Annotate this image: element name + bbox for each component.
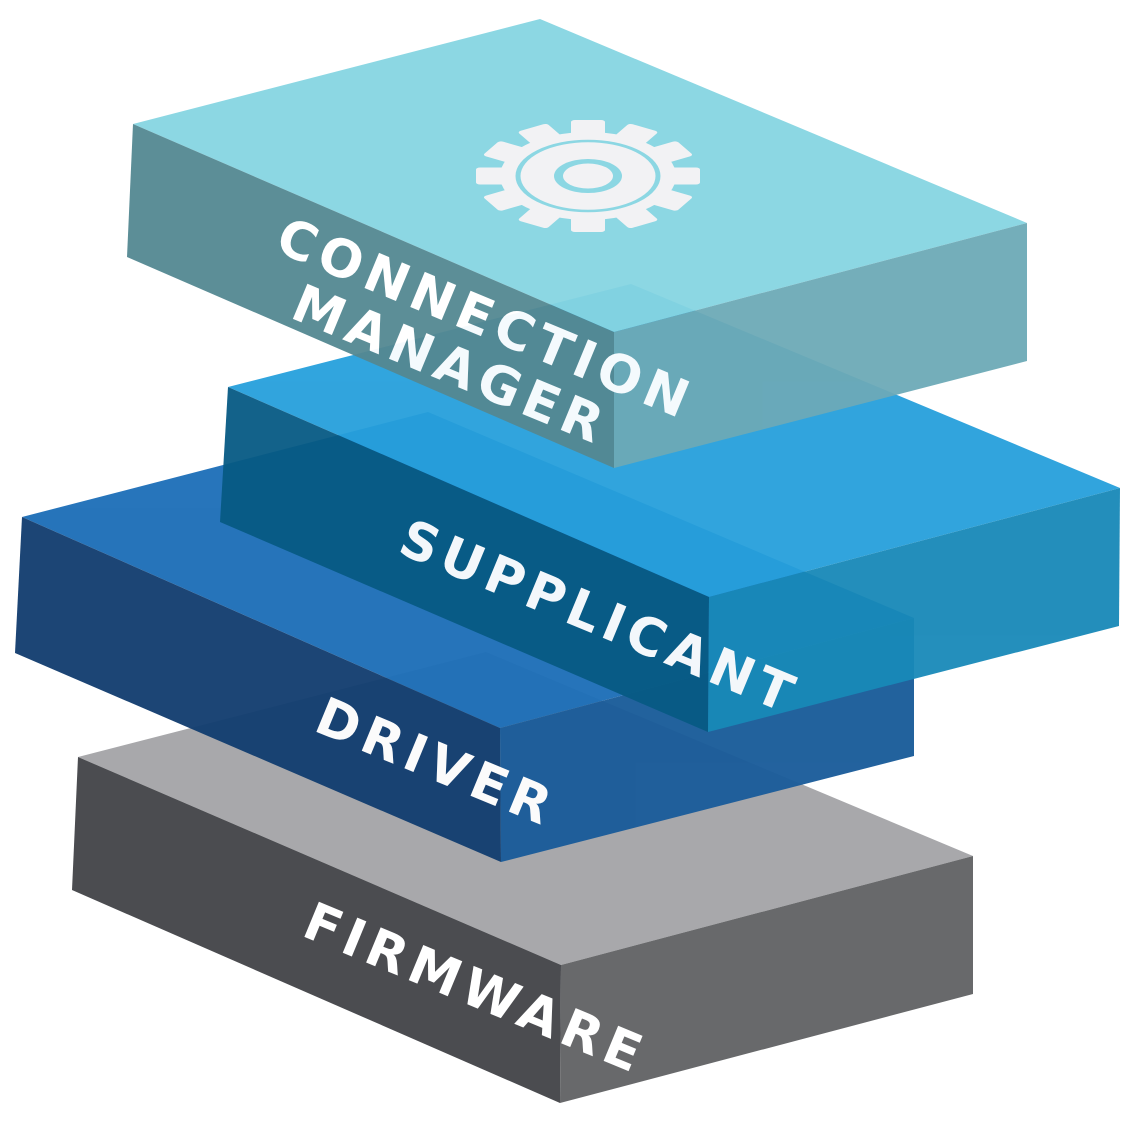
gear-icon — [476, 120, 700, 232]
connection-manager-right-face — [614, 223, 1027, 468]
layer-connection-manager: CONNECTION MANAGER — [127, 19, 1027, 468]
driver-left-face — [15, 517, 501, 862]
connection-manager-left-face — [127, 124, 614, 468]
supplicant-right-face — [708, 488, 1120, 732]
firmware-left-face — [72, 757, 561, 1103]
firmware-right-face — [560, 856, 973, 1103]
supplicant-left-face — [220, 387, 709, 732]
